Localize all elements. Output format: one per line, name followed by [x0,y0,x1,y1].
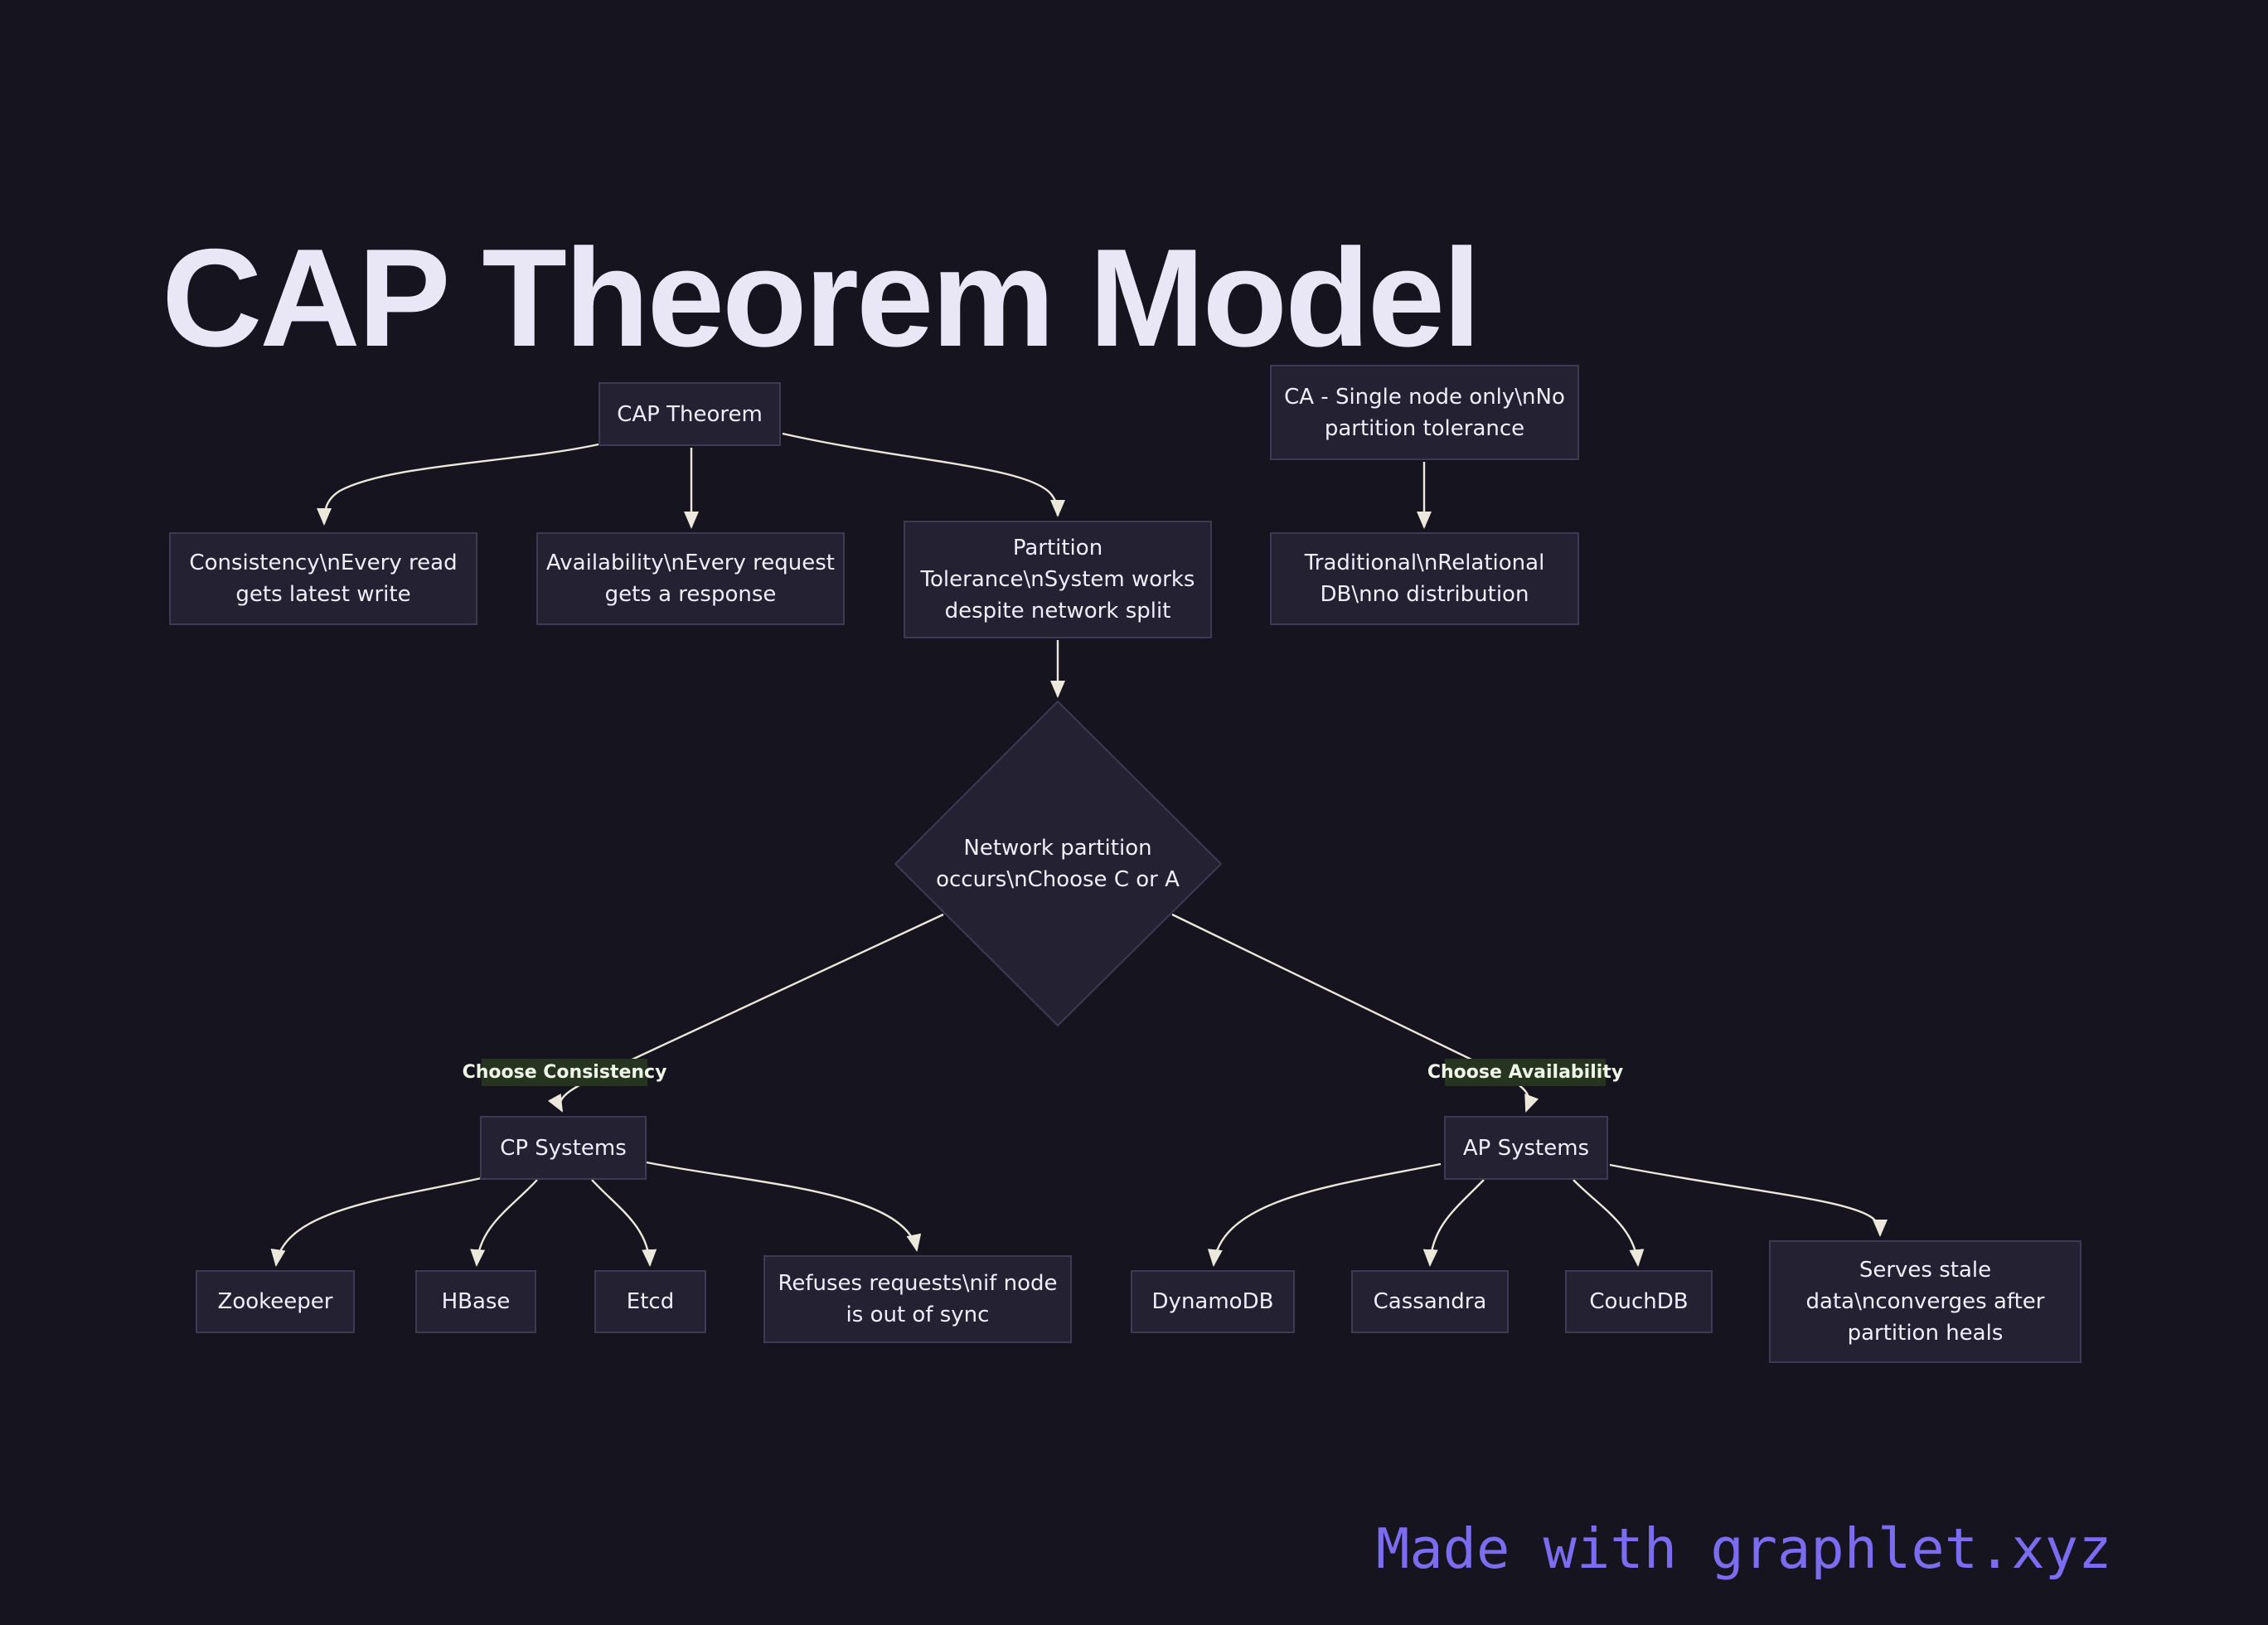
node-refuses-requests-line: Refuses requests\nif node [778,1271,1058,1296]
edge-label-choose-availability[interactable]: Choose Availability [1427,1059,1623,1086]
node-zookeeper-line: Zookeeper [217,1289,333,1314]
node-etcd[interactable]: Etcd [594,1270,706,1333]
node-partition-tolerance-line: Tolerance\nSystem works [920,567,1195,592]
node-consistency-line: gets latest write [235,582,411,607]
node-refuses-requests-line: is out of sync [846,1302,990,1327]
node-zookeeper[interactable]: Zookeeper [196,1270,355,1333]
edge-cap-to-consistency [317,443,599,526]
node-traditional-db-line: DB\nno distribution [1320,582,1529,607]
edge-cp-to-zookeeper [270,1176,486,1267]
node-network-partition-line: occurs\nChoose C or A [936,867,1180,892]
edge-ap-to-cassandra [1422,1179,1485,1267]
node-ca-single-node[interactable]: CA - Single node only\nNo partition toler… [1270,365,1579,460]
edge-cp-to-hbase [470,1179,538,1267]
node-couchdb[interactable]: CouchDB [1565,1270,1713,1333]
page-title: CAP Theorem Model [162,219,1481,376]
node-cap-theorem-line: CAP Theorem [617,401,763,427]
node-etcd-line: Etcd [626,1289,675,1314]
node-network-partition[interactable]: Network partition occurs\nChoose C or A [909,819,1207,909]
edge-ap-to-dynamodb [1207,1162,1442,1267]
node-partition-tolerance-line: Partition [1012,536,1103,560]
node-consistency-line: Consistency\nEvery read [189,551,458,575]
node-ap-systems-line: AP Systems [1462,1135,1590,1161]
node-dynamodb[interactable]: DynamoDB [1131,1270,1295,1333]
node-hbase-line: HBase [441,1289,511,1314]
node-dynamodb-line: DynamoDB [1151,1289,1274,1314]
edge-label-choose-consistency[interactable]: Choose Consistency [463,1059,666,1086]
node-couchdb-line: CouchDB [1589,1289,1689,1314]
node-serves-stale-line: data\nconverges after [1805,1289,2045,1314]
node-availability-line: Availability\nEvery request [546,551,835,575]
node-partition-tolerance-line: despite network split [944,599,1171,623]
edge-cap-to-partition [782,432,1065,517]
node-ca-single-node-line: CA - Single node only\nNo [1284,384,1565,410]
edge-cp-to-etcd [591,1179,657,1267]
node-serves-stale-line: Serves stale [1858,1258,1992,1283]
node-cap-theorem[interactable]: CAP Theorem [598,382,781,446]
node-serves-stale[interactable]: Serves stale data\nconverges after partiti… [1769,1240,2081,1363]
node-cp-systems-line: CP Systems [500,1135,627,1161]
edge-cp-to-refuses [646,1161,922,1252]
node-cassandra[interactable]: Cassandra [1351,1270,1509,1333]
node-availability[interactable]: Availability\nEvery request gets a respon… [536,532,845,625]
node-cp-systems[interactable]: CP Systems [480,1116,647,1180]
footer-credit[interactable]: Made with graphlet.xyz [1376,1516,2112,1581]
node-refuses-requests[interactable]: Refuses requests\nif node is out of sync [763,1255,1072,1343]
node-cassandra-line: Cassandra [1373,1289,1487,1314]
node-ca-single-node-line: partition tolerance [1324,415,1525,441]
node-serves-stale-line: partition heals [1847,1321,2004,1346]
node-traditional-db-line: Traditional\nRelational [1304,551,1545,575]
node-ap-systems[interactable]: AP Systems [1444,1116,1608,1180]
network-partition-diamond[interactable] [894,700,1223,1027]
edge-ap-to-serves [1609,1163,1888,1237]
node-availability-line: gets a response [604,582,777,607]
node-hbase[interactable]: HBase [415,1270,536,1333]
edge-ap-to-couchdb [1573,1179,1645,1267]
node-consistency[interactable]: Consistency\nEvery read gets latest write [169,532,477,625]
node-network-partition-line: Network partition [963,836,1152,861]
